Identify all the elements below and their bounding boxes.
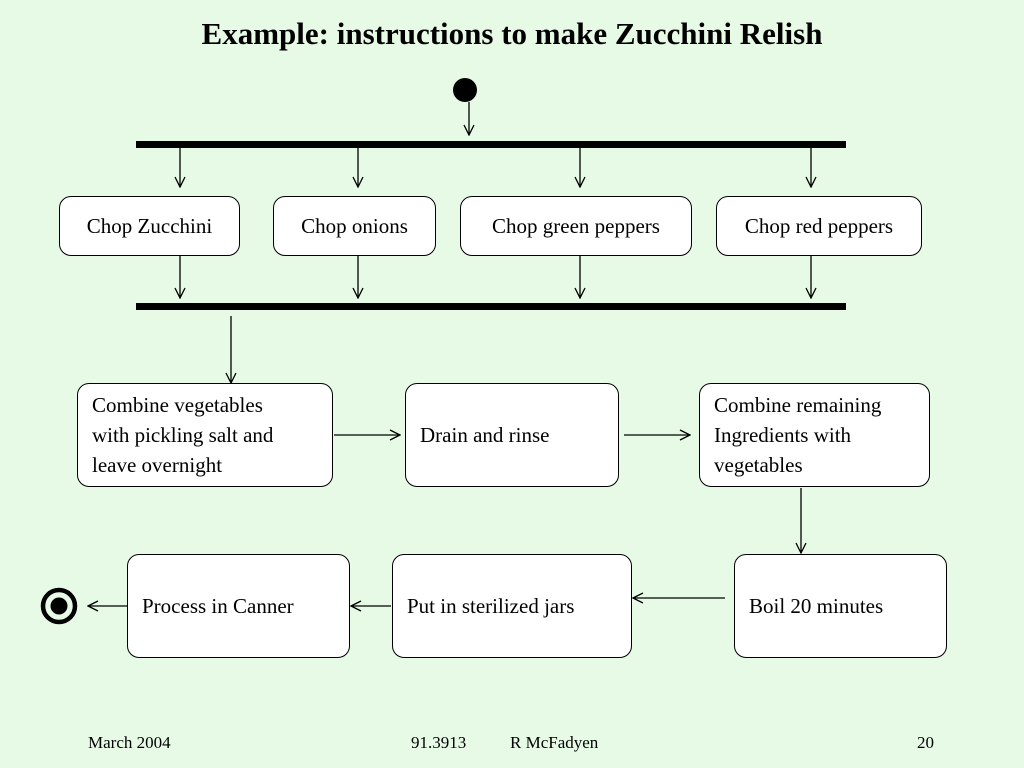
activity-chop-green-peppers: Chop green peppers [460,196,692,256]
activity-label: Put in sterilized jars [407,594,575,618]
activity-boil: Boil 20 minutes [734,554,947,658]
activity-chop-zucchini: Chop Zucchini [59,196,240,256]
activity-label: Process in Canner [142,594,294,618]
activity-process-canner: Process in Canner [127,554,350,658]
activity-drain-rinse: Drain and rinse [405,383,619,487]
activity-label: Chop green peppers [492,214,660,238]
footer-course: 91.3913 [411,733,467,752]
activity-label: Boil 20 minutes [749,594,884,618]
footer-author: R McFadyen [510,733,599,752]
activity-label: Drain and rinse [420,423,550,447]
footer-date: March 2004 [88,733,171,752]
activity-label: Chop onions [301,214,408,238]
initial-node [453,78,477,102]
footer-page-number: 20 [917,733,934,752]
activity-label: Combine remaining Ingredients with veget… [714,393,882,477]
activity-combine-remaining: Combine remaining Ingredients with veget… [699,383,930,487]
activity-label: Chop Zucchini [86,214,213,238]
activity-label: Combine vegetables with pickling salt an… [92,393,274,477]
slide-title: Example: instructions to make Zucchini R… [201,16,823,51]
activity-combine-vegetables: Combine vegetables with pickling salt an… [77,383,333,487]
activity-label: Chop red peppers [744,214,894,238]
fork-bar [136,141,846,148]
activity-chop-onions: Chop onions [273,196,436,256]
final-node [40,587,78,625]
activity-put-in-jars: Put in sterilized jars [392,554,632,658]
activity-chop-red-peppers: Chop red peppers [716,196,922,256]
join-bar [136,303,846,310]
